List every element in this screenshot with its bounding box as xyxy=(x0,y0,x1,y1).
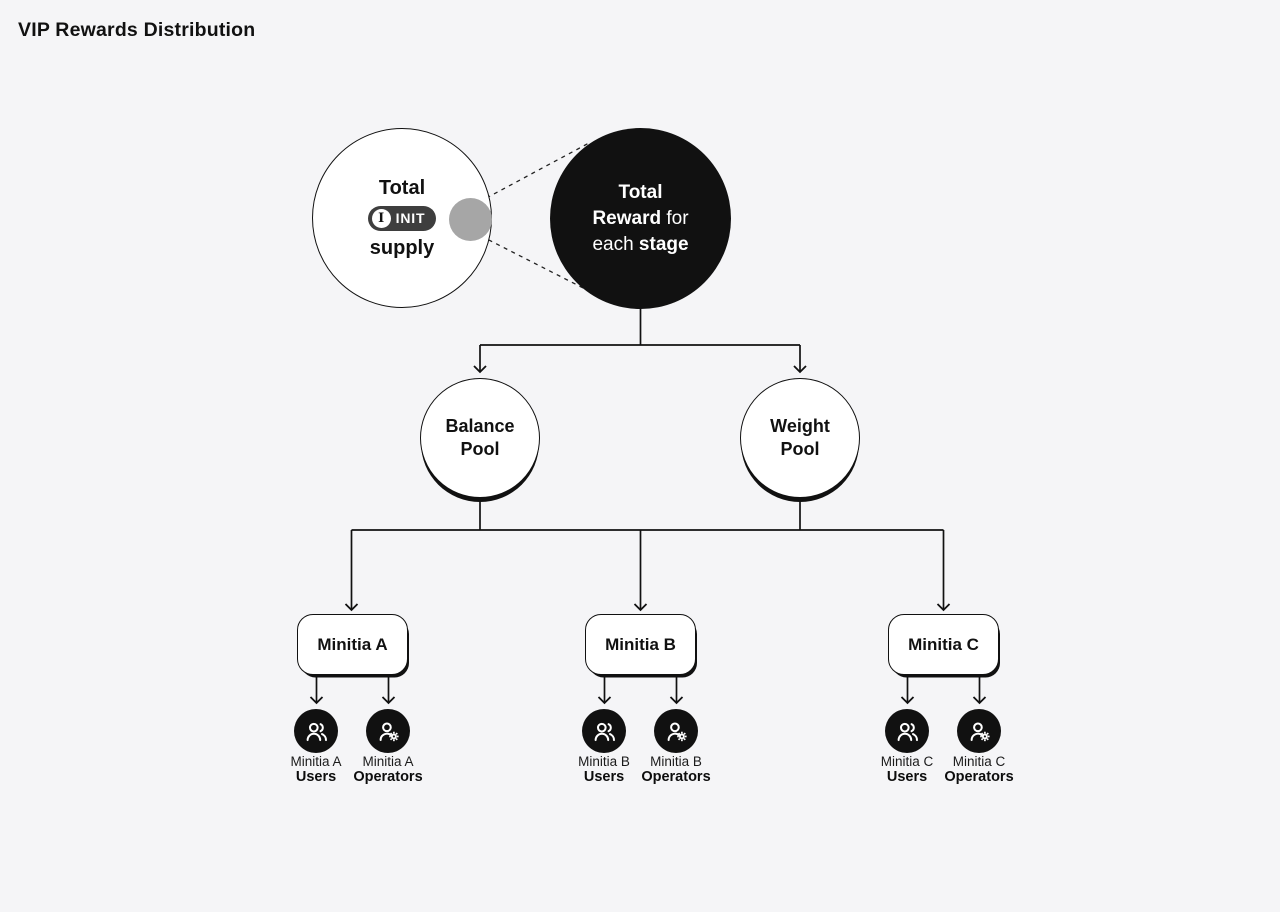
reward-line1: Total xyxy=(618,181,663,203)
minitia-a-operators-node xyxy=(366,709,410,753)
users-icon xyxy=(306,722,327,741)
minitia-b-users-caption: Minitia B Users xyxy=(578,754,630,785)
operator-gear-icon xyxy=(970,722,990,741)
solid-connectors xyxy=(309,306,987,705)
minitia-b-label: Minitia B xyxy=(605,634,676,654)
reward-line2: Reward for xyxy=(592,207,689,229)
operator-gear-icon xyxy=(379,722,399,741)
init-badge-label: INIT xyxy=(395,209,426,226)
balance-pool-line1: Balance xyxy=(445,416,515,436)
minitia-b-node: Minitia B xyxy=(585,614,696,675)
magnified-dot xyxy=(449,198,492,241)
reward-line3: each stage xyxy=(592,233,689,255)
minitia-a-users-caption: Minitia A Users xyxy=(290,754,342,785)
minitia-c-users-node xyxy=(885,709,929,753)
magnify-projection-lines xyxy=(478,142,592,293)
minitia-c-node: Minitia C xyxy=(888,614,999,675)
users-icon xyxy=(594,722,615,741)
users-icon xyxy=(897,722,918,741)
weight-pool-node: Weight Pool xyxy=(740,378,860,498)
operator-gear-icon xyxy=(667,722,687,741)
weight-pool-line1: Weight xyxy=(770,416,830,436)
balance-pool-node: Balance Pool xyxy=(420,378,540,498)
minitia-b-users-node xyxy=(582,709,626,753)
minitia-c-label: Minitia C xyxy=(908,634,979,654)
balance-pool-line2: Pool xyxy=(460,439,500,459)
weight-pool-line2: Pool xyxy=(780,439,820,459)
init-coin-icon: I xyxy=(371,208,391,228)
total-reward-circle: Total Reward for each stage xyxy=(550,128,731,309)
minitia-b-operators-caption: Minitia B Operators xyxy=(641,754,711,785)
minitia-c-operators-node xyxy=(957,709,1001,753)
minitia-a-label: Minitia A xyxy=(317,634,388,654)
minitia-c-users-caption: Minitia C Users xyxy=(880,754,934,785)
supply-line2: supply xyxy=(369,236,435,259)
minitia-a-users-node xyxy=(294,709,338,753)
minitia-b-operators-node xyxy=(654,709,698,753)
minitia-c-operators-caption: Minitia C Operators xyxy=(944,754,1014,785)
page-title: VIP Rewards Distribution xyxy=(18,19,256,41)
supply-line1: Total xyxy=(378,176,426,199)
minitia-a-node: Minitia A xyxy=(297,614,408,675)
minitia-a-operators-caption: Minitia A Operators xyxy=(353,754,423,785)
init-token-badge: I INIT xyxy=(367,205,437,231)
total-supply-circle: Total I INIT supply xyxy=(312,128,492,308)
